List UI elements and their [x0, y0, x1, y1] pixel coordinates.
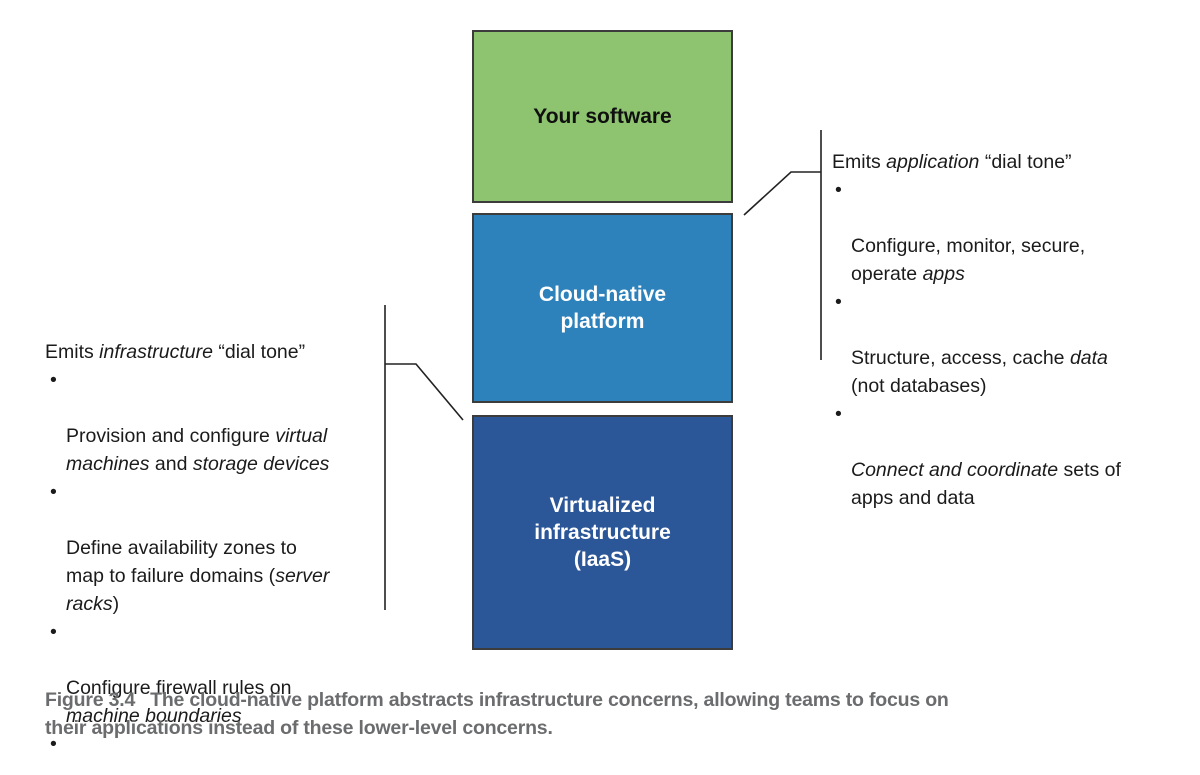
bullet-dot: •: [835, 403, 842, 425]
bullet-dot: •: [50, 481, 57, 503]
list-item-text: Connect and coordinate sets of apps and …: [851, 459, 1121, 509]
note-header: Emits infrastructure “dial tone”: [45, 341, 306, 363]
note-header: Emits application “dial tone”: [832, 151, 1072, 173]
list-item: • Examine machine logs: [45, 730, 380, 775]
list-item: • Define availability zones to map to fa…: [45, 478, 380, 618]
bullet-dot: •: [835, 179, 842, 201]
infrastructure-dial-tone-note: Emits infrastructure “dial tone” • Provi…: [45, 338, 380, 775]
box-your-software: Your software: [472, 30, 733, 203]
figure-caption-text: The cloud-native platform abstracts infr…: [45, 689, 949, 739]
list-item-text: Structure, access, cache data (not datab…: [851, 347, 1108, 397]
bullet-dot: •: [50, 369, 57, 391]
box-cloud-native-platform: Cloud-native platform: [472, 213, 733, 403]
box-label: Virtualized infrastructure (IaaS): [534, 494, 671, 571]
list-item: • Configure, monitor, secure, operate ap…: [832, 176, 1184, 288]
list-item: • Structure, access, cache data (not dat…: [832, 288, 1184, 400]
box-label: Cloud-native platform: [538, 283, 667, 333]
list-item: • Provision and configure virtual machin…: [45, 366, 380, 478]
bullet-dot: •: [50, 621, 57, 643]
bullet-dot: •: [835, 291, 842, 313]
figure-caption-label: Figure 3.4: [45, 689, 136, 711]
list-item: • Configure firewall rules on machine bo…: [45, 618, 380, 730]
list-item: • Connect and coordinate sets of apps an…: [832, 400, 1184, 512]
box-label: Your software: [533, 105, 672, 128]
list-item-text: Configure firewall rules on machine boun…: [66, 677, 292, 727]
box-virtualized-infrastructure: Virtualized infrastructure (IaaS): [472, 415, 733, 650]
bullet-dot: •: [50, 733, 57, 755]
list-item-text: Configure, monitor, secure, operate apps: [851, 235, 1086, 285]
list-item-text: Provision and configure virtual machines…: [66, 425, 330, 475]
list-item-text: Define availability zones to map to fail…: [66, 537, 330, 615]
application-dial-tone-note: Emits application “dial tone” • Configur…: [832, 148, 1184, 512]
right-connector-line: [743, 171, 821, 216]
left-connector-line: [385, 363, 464, 421]
